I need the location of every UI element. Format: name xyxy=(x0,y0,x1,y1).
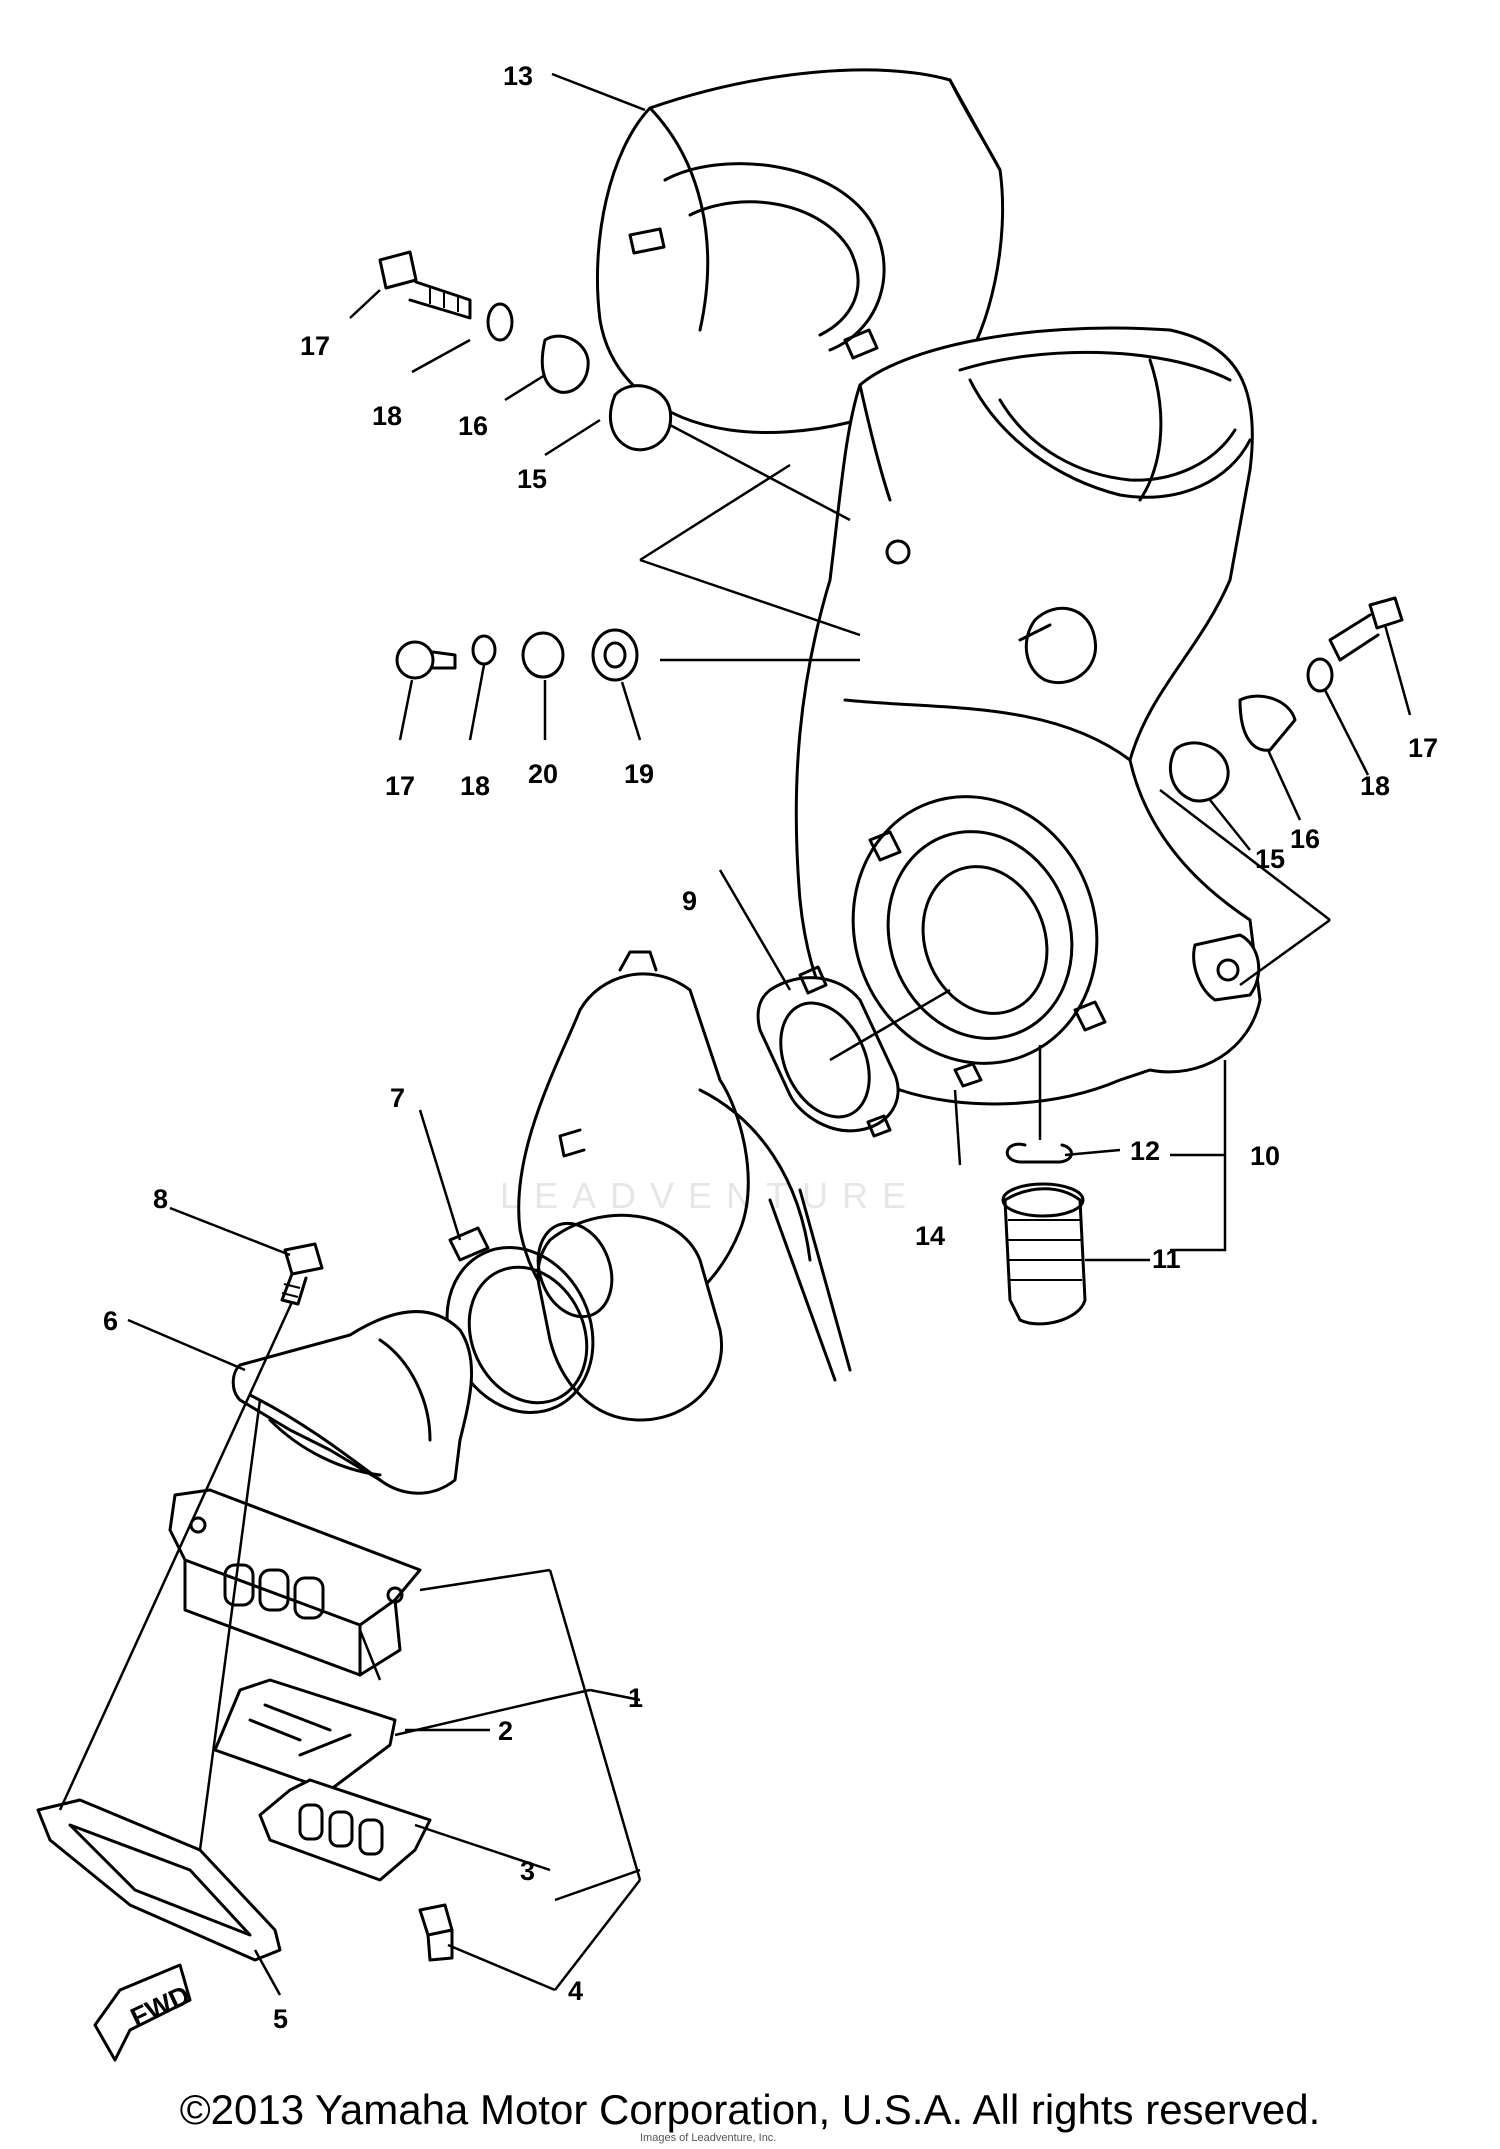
image-credit: Images of Leadventure, Inc. xyxy=(640,2132,777,2144)
callout-13: 13 xyxy=(503,61,533,91)
callout-11: 11 xyxy=(1152,1244,1181,1274)
part-12-clip xyxy=(1006,1142,1073,1164)
callout-18-a: 18 xyxy=(372,401,402,431)
callout-16-a: 16 xyxy=(458,411,488,441)
callout-15-b: 15 xyxy=(1255,844,1285,874)
part-1-reed-valve-body xyxy=(168,1488,422,1677)
callout-12: 12 xyxy=(1130,1136,1160,1166)
leader-lines xyxy=(58,72,1412,1996)
hardware-upper xyxy=(378,250,673,452)
part-8-screw xyxy=(280,1242,324,1306)
part-6-manifold xyxy=(231,1310,473,1495)
callout-5: 5 xyxy=(273,2004,288,2034)
part-10-air-box xyxy=(794,326,1262,1106)
part-5-gasket xyxy=(36,1798,282,1962)
hardware-lower xyxy=(395,628,639,682)
part-4-screw xyxy=(418,1903,454,1962)
part-3-reed-stopper xyxy=(258,1778,432,1882)
callout-17-c: 17 xyxy=(1408,733,1438,763)
intake-boot xyxy=(536,1213,723,1422)
callout-18-c: 18 xyxy=(1360,771,1390,801)
callout-labels: 13 17 18 16 15 17 18 20 19 17 18 16 15 9… xyxy=(103,61,1438,2034)
callout-19: 19 xyxy=(624,759,654,789)
copyright-notice: ©2013 Yamaha Motor Corporation, U.S.A. A… xyxy=(179,2086,1321,2133)
callout-9: 9 xyxy=(682,886,697,916)
callout-6: 6 xyxy=(103,1306,118,1336)
hardware-right xyxy=(1169,596,1404,803)
callout-10: 10 xyxy=(1250,1141,1280,1171)
fwd-arrow-icon: FWD xyxy=(93,1963,194,2062)
callout-16-b: 16 xyxy=(1290,824,1320,854)
callout-7: 7 xyxy=(390,1083,405,1113)
callout-3: 3 xyxy=(520,1856,535,1886)
callout-4: 4 xyxy=(568,1976,583,2006)
part-14-clamp xyxy=(953,1062,983,1088)
callout-14: 14 xyxy=(915,1221,945,1251)
callout-17-a: 17 xyxy=(300,331,330,361)
callout-20: 20 xyxy=(528,759,558,789)
callout-2: 2 xyxy=(498,1716,513,1746)
part-11-element xyxy=(1001,1182,1087,1326)
callout-17-b: 17 xyxy=(385,771,415,801)
callout-1: 1 xyxy=(628,1683,643,1713)
callout-8: 8 xyxy=(153,1184,168,1214)
part-2-reed-petal xyxy=(213,1678,397,1792)
callout-18-b: 18 xyxy=(460,771,490,801)
callout-15-a: 15 xyxy=(517,464,547,494)
watermark-text: LEADVENTURE xyxy=(500,1175,920,1216)
